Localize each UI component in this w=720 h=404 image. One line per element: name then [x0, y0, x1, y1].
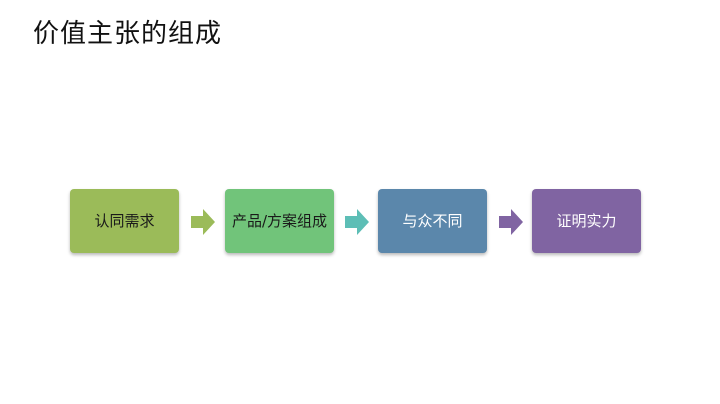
step-box-differentiation: 与众不同 — [378, 189, 487, 253]
step-box-recognize-needs: 认同需求 — [70, 189, 179, 253]
step-box-product-solution: 产品/方案组成 — [225, 189, 334, 253]
arrow-right-icon — [190, 208, 216, 236]
step-label: 产品/方案组成 — [231, 212, 328, 230]
arrow-shape — [191, 209, 215, 235]
step-label: 证明实力 — [556, 212, 617, 230]
arrow-right-icon — [344, 208, 370, 236]
arrow-shape — [499, 209, 523, 235]
step-label: 认同需求 — [94, 212, 155, 230]
slide-title: 价值主张的组成 — [33, 19, 223, 49]
arrow-right-icon — [498, 208, 524, 236]
step-label: 与众不同 — [402, 212, 463, 230]
step-box-prove-strength: 证明实力 — [532, 189, 641, 253]
arrow-shape — [345, 209, 369, 235]
